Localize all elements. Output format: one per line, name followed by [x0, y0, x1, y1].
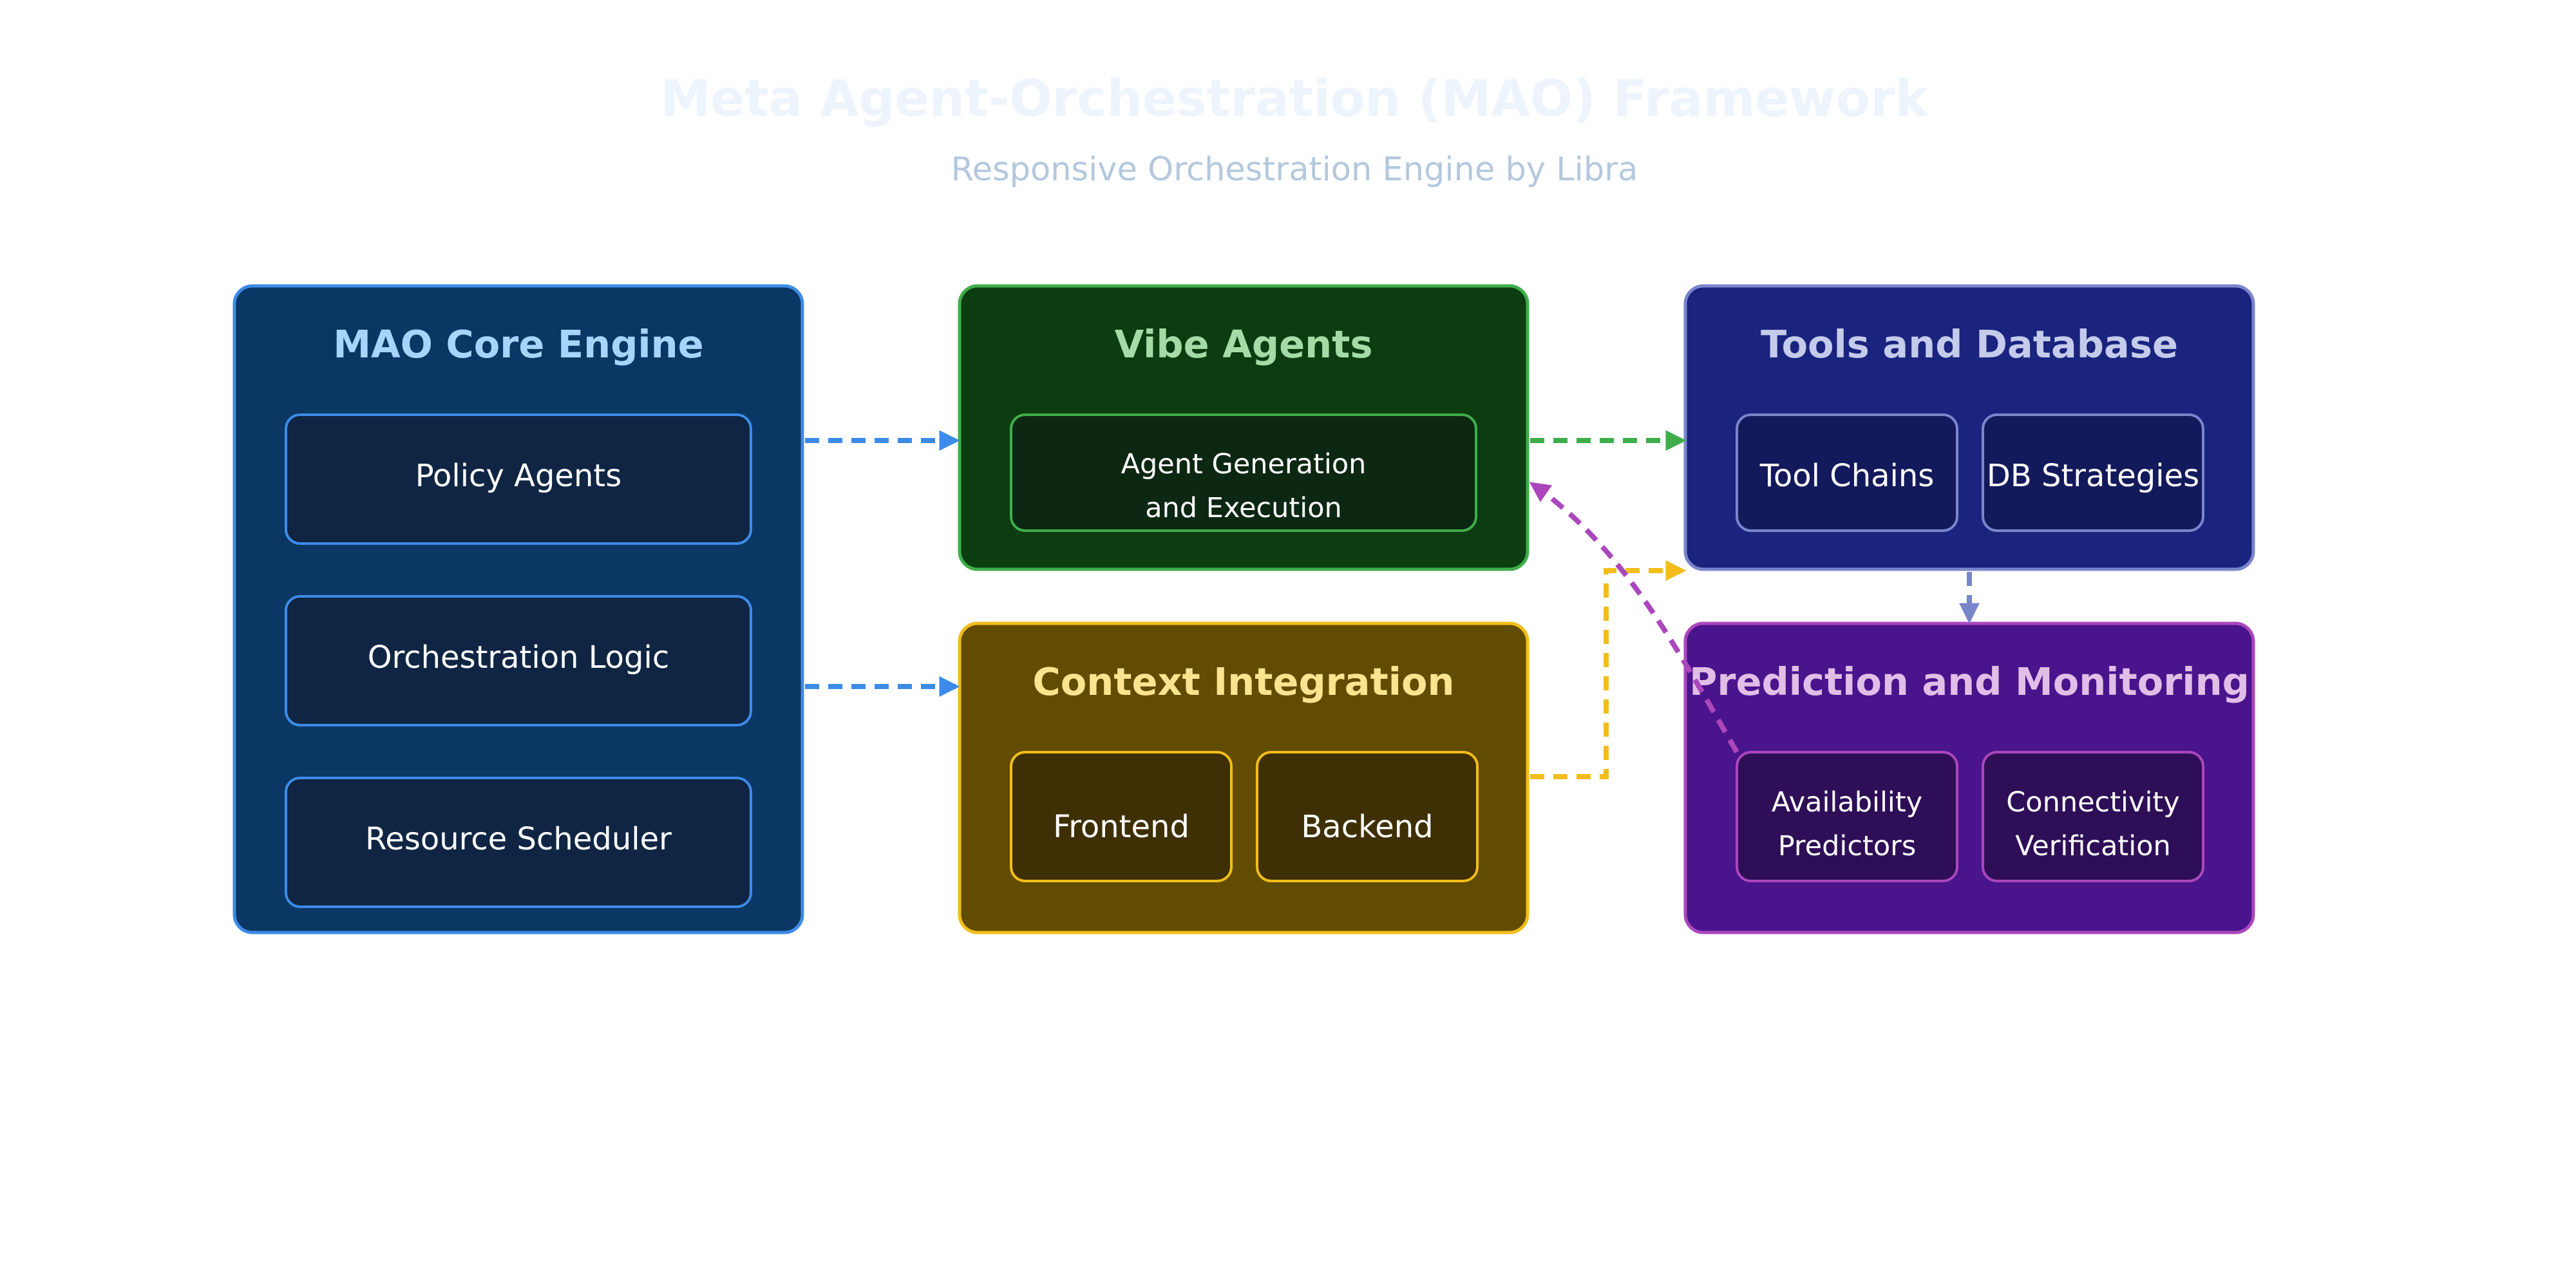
context-item-backend[interactable]: Backend: [1256, 751, 1479, 882]
panel-prediction-title: Prediction and Monitoring: [1689, 659, 2249, 704]
panel-prediction-and-monitoring: Prediction and Monitoring Availability P…: [1683, 621, 2255, 934]
diagram-subtitle: Responsive Orchestration Engine by Libra: [951, 151, 1638, 189]
core-item-policy-agents[interactable]: Policy Agents: [285, 413, 752, 545]
tools-item-tool-chains[interactable]: Tool Chains: [1736, 413, 1958, 532]
panel-core-title: MAO Core Engine: [333, 322, 703, 366]
core-item-label: Policy Agents: [415, 458, 621, 494]
core-item-resource-scheduler[interactable]: Resource Scheduler: [285, 777, 752, 908]
tools-item-db-strategies[interactable]: DB Strategies: [1982, 413, 2204, 532]
connector-context-to-tools: [1530, 560, 1687, 779]
prediction-item-label-line-1: Availability: [1772, 786, 1922, 819]
panel-mao-core-engine: MAO Core Engine Policy Agents Orchestrat…: [232, 284, 804, 934]
context-item-frontend[interactable]: Frontend: [1010, 751, 1233, 882]
prediction-item-connectivity-verification[interactable]: Connectivity Verification: [1982, 751, 2204, 882]
prediction-item-label-line-1: Connectivity: [2006, 786, 2179, 819]
prediction-item-availability-predictors[interactable]: Availability Predictors: [1736, 751, 1958, 882]
core-item-label: Orchestration Logic: [368, 639, 669, 676]
panel-vibe-title: Vibe Agents: [1115, 322, 1373, 366]
diagram-title: Meta Agent-Orchestration (MAO) Framework: [661, 70, 1930, 128]
tools-item-label: Tool Chains: [1759, 458, 1935, 494]
prediction-item-label-line-2: Predictors: [1778, 830, 1917, 862]
core-item-label: Resource Scheduler: [365, 821, 672, 857]
panel-context-integration: Context Integration Frontend Backend: [958, 621, 1530, 934]
context-item-label: Frontend: [1053, 809, 1189, 845]
prediction-item-label-line-2: Verification: [2015, 830, 2171, 862]
panel-context-title: Context Integration: [1032, 659, 1454, 704]
core-item-orchestration-logic[interactable]: Orchestration Logic: [285, 595, 752, 726]
context-item-label: Backend: [1301, 809, 1433, 845]
panel-vibe-agents: Vibe Agents Agent Generation and Executi…: [958, 284, 1530, 571]
vibe-item-agent-generation[interactable]: Agent Generation and Execution: [1010, 413, 1477, 532]
panel-tools-and-database: Tools and Database Tool Chains DB Strate…: [1683, 284, 2255, 571]
panel-tools-title: Tools and Database: [1761, 322, 2178, 366]
vibe-item-label-line-2: and Execution: [1145, 492, 1342, 524]
vibe-item-label-line-1: Agent Generation: [1121, 448, 1367, 480]
tools-item-label: DB Strategies: [1987, 458, 2199, 494]
connector-prediction-to-vibe: [1529, 482, 1739, 753]
